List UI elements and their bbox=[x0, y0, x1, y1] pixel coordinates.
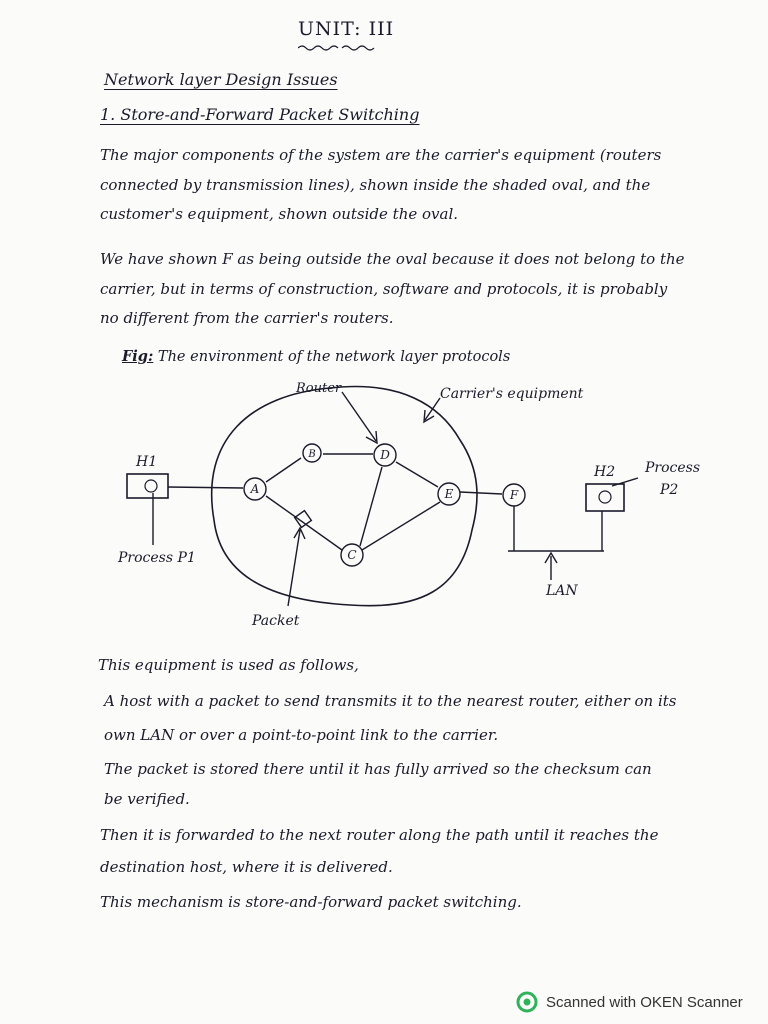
link-c-e bbox=[361, 501, 441, 551]
process-p1-label: Process P1 bbox=[117, 550, 196, 566]
para3-line6: Then it is forwarded to the next router … bbox=[100, 826, 659, 844]
link-a-c bbox=[265, 495, 343, 551]
router-b bbox=[302, 443, 322, 463]
title-wavy-underline bbox=[298, 45, 375, 51]
para2-line3: no different from the carrier's routers. bbox=[100, 309, 394, 327]
para2-line2: carrier, but in terms of construction, s… bbox=[100, 280, 668, 298]
scanner-text: Scanned with OKEN Scanner bbox=[546, 993, 743, 1011]
router-a-label: A bbox=[250, 482, 260, 496]
para3-line7: destination host, where it is delivered. bbox=[100, 858, 393, 876]
packet-arrowhead bbox=[293, 526, 306, 540]
router-d bbox=[373, 443, 397, 467]
link-a-b bbox=[265, 457, 302, 483]
para2-line1: We have shown F as being outside the ova… bbox=[100, 250, 685, 268]
carrier-label: Carrier's equipment bbox=[440, 386, 584, 402]
h1-process-icon bbox=[144, 479, 158, 493]
h2-label: H2 bbox=[593, 464, 615, 480]
router-arrowhead bbox=[365, 430, 378, 445]
para3-line1: This equipment is used as follows, bbox=[98, 656, 359, 674]
router-label: Router bbox=[295, 381, 342, 396]
scanner-watermark: Scanned with OKEN Scanner bbox=[516, 990, 743, 1014]
carrier-pointer bbox=[424, 397, 441, 421]
section-heading: Network layer Design Issues bbox=[104, 70, 338, 89]
para1-line3: customer's equipment, shown outside the … bbox=[100, 205, 459, 223]
router-b-label: B bbox=[307, 449, 315, 460]
carrier-arrowhead bbox=[423, 409, 435, 424]
figure-caption: Fig: The environment of the network laye… bbox=[122, 348, 510, 365]
h1-label: H1 bbox=[135, 454, 157, 470]
router-f bbox=[502, 483, 526, 507]
packet-pointer bbox=[287, 529, 301, 607]
router-c bbox=[340, 543, 364, 567]
para3-line2: A host with a packet to send transmits i… bbox=[104, 692, 677, 710]
oken-logo-icon bbox=[516, 991, 538, 1013]
process-p2-label-line1: Process bbox=[644, 460, 700, 476]
host-h2 bbox=[585, 483, 625, 512]
para3-line5: be verified. bbox=[104, 790, 190, 808]
page-title: UNIT: III bbox=[298, 18, 395, 40]
figure-label: Fig: bbox=[122, 348, 154, 365]
process-p2-label-line2: P2 bbox=[659, 482, 678, 498]
lan-arrowhead bbox=[544, 551, 558, 564]
h2-process-icon bbox=[598, 490, 612, 504]
router-e-label: E bbox=[444, 487, 454, 501]
para3-line3: own LAN or over a point-to-point link to… bbox=[104, 726, 499, 744]
router-d-label: D bbox=[379, 448, 390, 462]
network-diagram: A B C D E F Router Carrier's equipment H… bbox=[117, 381, 700, 629]
para3-line4: The packet is stored there until it has … bbox=[104, 760, 652, 778]
host-h1 bbox=[126, 473, 169, 499]
para3-line8: This mechanism is store-and-forward pack… bbox=[100, 893, 522, 911]
para1-line2: connected by transmission lines), shown … bbox=[100, 176, 651, 194]
para1-line1: The major components of the system are t… bbox=[100, 146, 662, 164]
link-c-d bbox=[359, 466, 383, 547]
packet-icon bbox=[293, 509, 313, 529]
router-a bbox=[243, 477, 267, 501]
figure-caption-text: The environment of the network layer pro… bbox=[157, 349, 511, 365]
link-e-f bbox=[459, 491, 503, 495]
router-pointer bbox=[341, 391, 377, 442]
lan-label: LAN bbox=[545, 583, 578, 599]
carrier-oval bbox=[210, 385, 478, 607]
link-h1-a bbox=[167, 486, 244, 489]
subsection-heading: 1. Store-and-Forward Packet Switching bbox=[100, 105, 420, 124]
router-e bbox=[437, 482, 461, 506]
link-d-e bbox=[395, 461, 439, 488]
packet-label: Packet bbox=[251, 613, 300, 629]
router-f-label: F bbox=[509, 488, 519, 502]
router-c-label: C bbox=[347, 548, 356, 562]
